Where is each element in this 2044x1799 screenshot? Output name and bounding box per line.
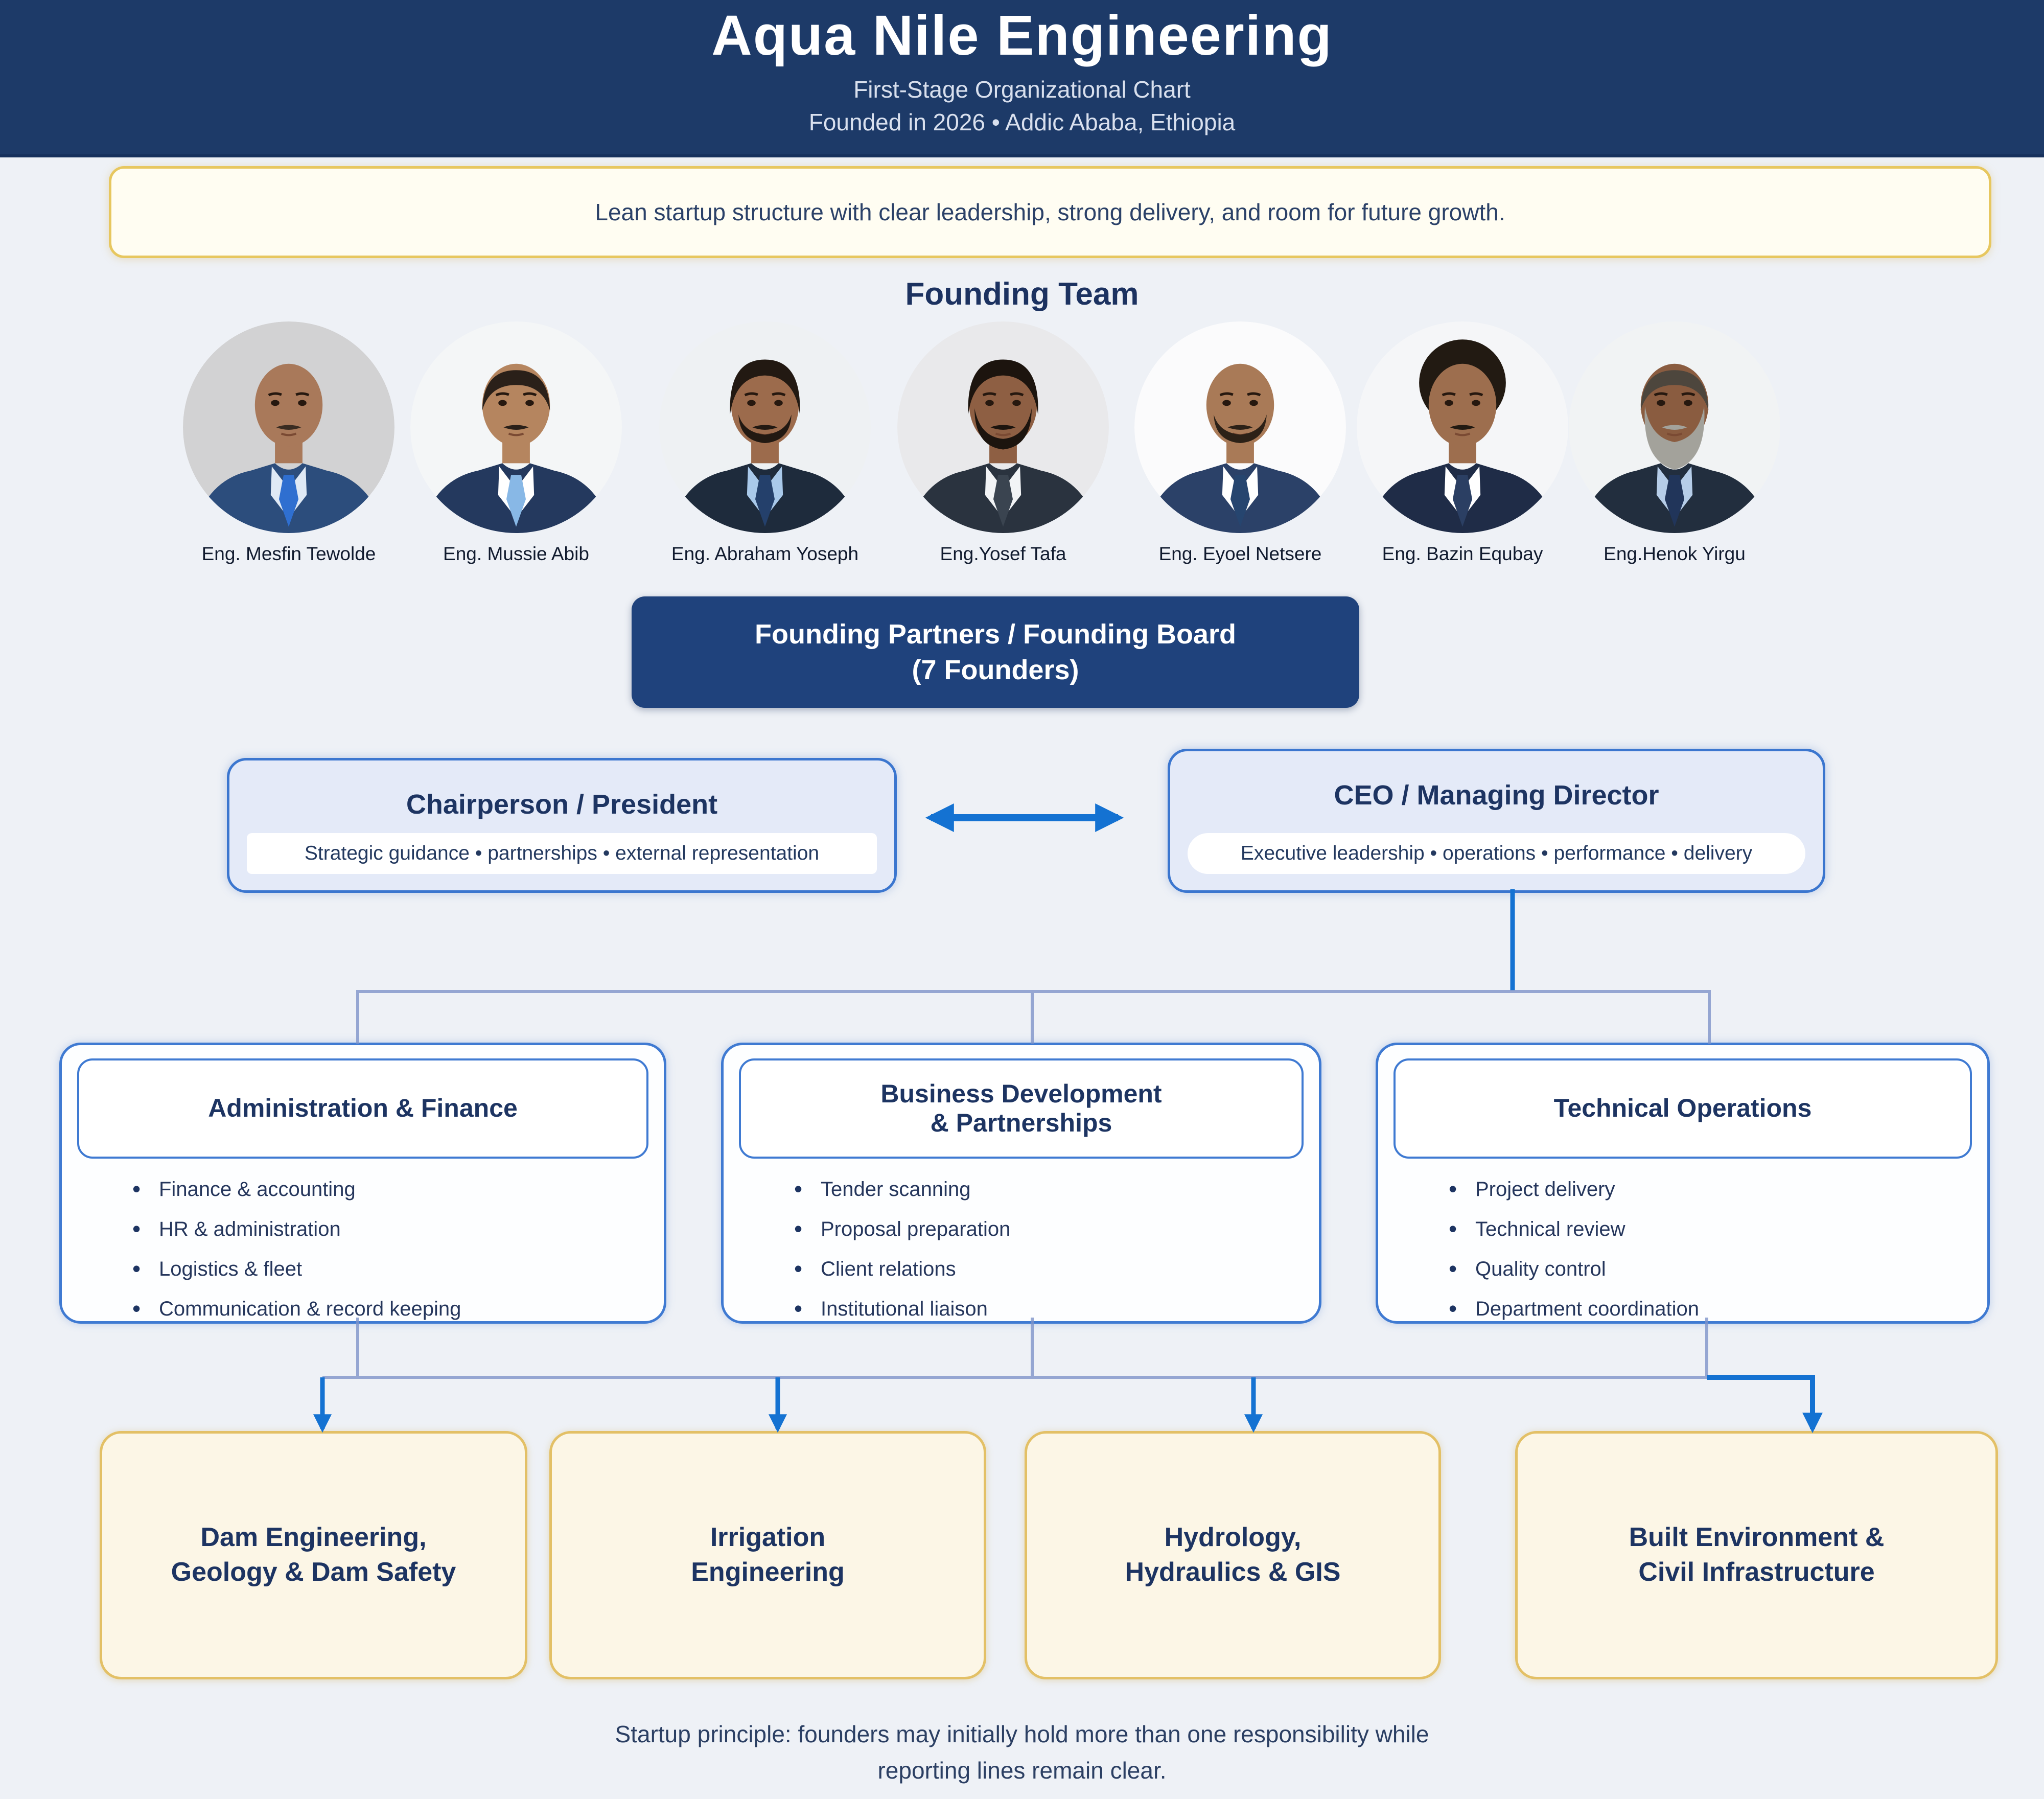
department-duties-list: Finance & accounting HR & administration… (62, 1175, 664, 1323)
founding-team-heading: Founding Team (905, 276, 1139, 312)
department-duty: Finance & accounting (132, 1175, 648, 1203)
founder: Eng.Yosef Tafa (897, 321, 1109, 565)
department-duty: Logistics & fleet (132, 1255, 648, 1283)
unit-title: Built Environment & Civil Infrastructure (1629, 1523, 1885, 1587)
founder-photo (1134, 321, 1346, 533)
founder-name: Eng.Henok Yirgu (1604, 543, 1746, 564)
header-subtitle: First-Stage Organizational Chart (853, 76, 1191, 103)
founding-board-line1: Founding Partners / Founding Board (755, 618, 1236, 650)
org-tree-upper (356, 990, 1711, 1044)
footer-line2: reporting lines remain clear. (877, 1757, 1167, 1784)
founder: Eng. Mussie Abib (410, 321, 622, 565)
founder-name: Eng. Bazin Equbay (1382, 543, 1543, 564)
ceo-title: CEO / Managing Director (1334, 779, 1659, 811)
footer-note: Startup principle: founders may initiall… (0, 1716, 2044, 1789)
department-duty: Department coordination (1449, 1295, 1972, 1323)
founder-photo (410, 321, 622, 533)
founder-photo (897, 321, 1109, 533)
department-duties-list: Project delivery Technical review Qualit… (1378, 1175, 1987, 1323)
chairperson-title: Chairperson / President (406, 789, 718, 820)
department-duty: Project delivery (1449, 1175, 1972, 1203)
unit-title: Hydrology, Hydraulics & GIS (1125, 1523, 1341, 1587)
founder: Eng. Mesfin Tewolde (183, 321, 394, 565)
chairperson-node: Chairperson / President Strategic guidan… (227, 758, 897, 893)
department-admin-finance: Administration & Finance Finance & accou… (59, 1043, 666, 1324)
founder-name: Eng.Yosef Tafa (940, 543, 1066, 564)
tagline-text: Lean startup structure with clear leader… (595, 199, 1505, 225)
founder: Eng.Henok Yirgu (1569, 321, 1780, 565)
founder-name: Eng. Eyoel Netsere (1158, 543, 1322, 564)
department-duty: Proposal preparation (794, 1215, 1304, 1243)
tagline-banner: Lean startup structure with clear leader… (109, 166, 1991, 258)
unit-built-environment: Built Environment & Civil Infrastructure (1515, 1431, 1998, 1679)
department-duty: Institutional liaison (794, 1295, 1304, 1323)
founder-photo (1357, 321, 1568, 533)
header-banner: Aqua Nile Engineering First-Stage Organi… (0, 0, 2044, 157)
department-title: Business Development & Partnerships (739, 1058, 1304, 1159)
founder: Eng. Eyoel Netsere (1134, 321, 1346, 565)
unit-title: Irrigation Engineering (691, 1523, 845, 1587)
founder-name: Eng. Mussie Abib (443, 543, 589, 564)
unit-hydrology-gis: Hydrology, Hydraulics & GIS (1025, 1431, 1441, 1679)
department-duty: Communication & record keeping (132, 1295, 648, 1323)
founder-name: Eng. Mesfin Tewolde (201, 543, 376, 564)
founder: Eng. Bazin Equbay (1357, 321, 1568, 565)
founder-photo (1569, 321, 1780, 533)
founder-photo (183, 321, 394, 533)
founding-board-node: Founding Partners / Founding Board (7 Fo… (632, 596, 1359, 708)
unit-title: Dam Engineering, Geology & Dam Safety (171, 1523, 456, 1587)
chairperson-duties: Strategic guidance • partnerships • exte… (247, 833, 877, 874)
founder-photo (659, 321, 871, 533)
footer-line1: Startup principle: founders may initiall… (615, 1721, 1429, 1747)
department-duty: Technical review (1449, 1215, 1972, 1243)
founding-team-row: Eng. Mesfin Tewolde Eng. Mussie Abib (0, 321, 2044, 587)
header-founded-line: Founded in 2026 • Addic Ababa, Ethiopia (808, 108, 1236, 135)
company-title: Aqua Nile Engineering (711, 4, 1333, 67)
department-duty: Tender scanning (794, 1175, 1304, 1203)
unit-dam-engineering: Dam Engineering, Geology & Dam Safety (100, 1431, 527, 1679)
ceo-duties: Executive leadership • operations • perf… (1188, 833, 1805, 874)
department-title: Technical Operations (1393, 1058, 1972, 1159)
founder-name: Eng. Abraham Yoseph (671, 543, 859, 564)
department-business-development: Business Development & Partnerships Tend… (721, 1043, 1321, 1324)
department-duty: HR & administration (132, 1215, 648, 1243)
arrow-to-built-environment-unit (1707, 1375, 1823, 1433)
founding-board-line2: (7 Founders) (912, 655, 1079, 685)
ceo-node: CEO / Managing Director Executive leader… (1168, 749, 1825, 893)
department-title: Administration & Finance (77, 1058, 648, 1159)
department-duty: Quality control (1449, 1255, 1972, 1283)
founder: Eng. Abraham Yoseph (659, 321, 871, 565)
unit-irrigation-engineering: Irrigation Engineering (549, 1431, 986, 1679)
department-duty: Client relations (794, 1255, 1304, 1283)
department-duties-list: Tender scanning Proposal preparation Cli… (724, 1175, 1319, 1323)
department-technical-operations: Technical Operations Project delivery Te… (1376, 1043, 1990, 1324)
org-tree-lower (322, 1318, 1708, 1379)
